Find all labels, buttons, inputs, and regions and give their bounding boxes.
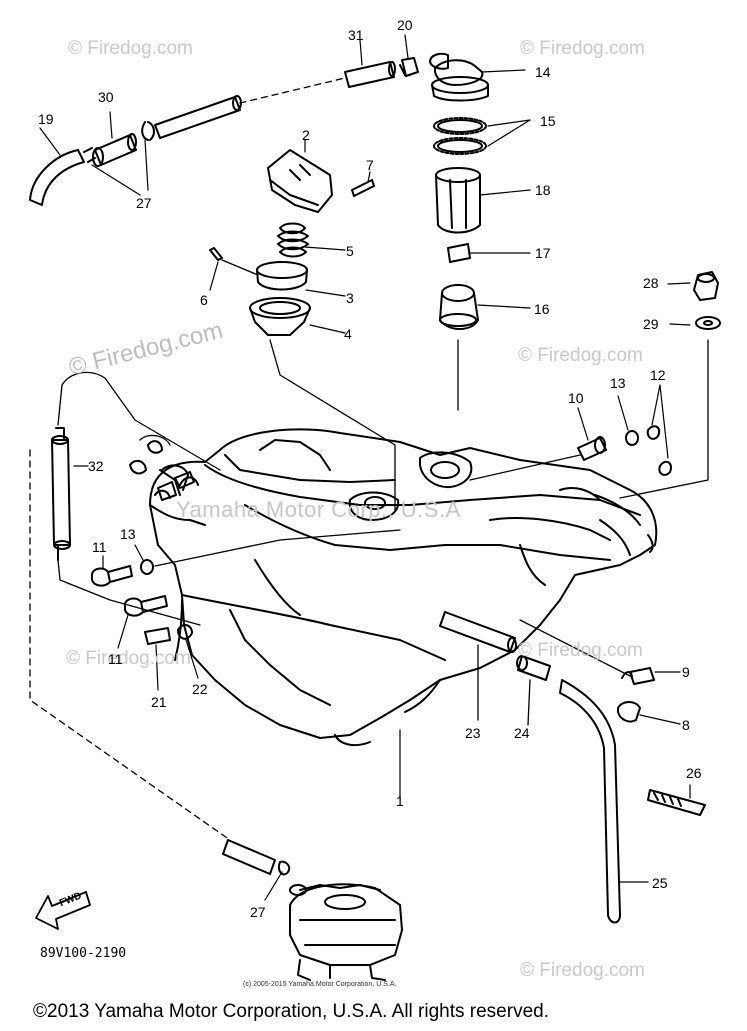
fwd-arrow-icon <box>35 891 91 930</box>
part-label: 1 <box>396 793 404 809</box>
diagram-code: 89V100-2190 <box>40 946 127 961</box>
cap-part-8 <box>617 701 641 723</box>
watermark-site: © Firedog.com <box>520 38 645 59</box>
filler-neck-part-4 <box>249 297 311 336</box>
hose-part-31 <box>344 61 395 88</box>
part-label: 22 <box>192 681 208 697</box>
filler-cap-part-2 <box>267 149 333 213</box>
part-label: 30 <box>98 89 114 105</box>
hose-part-25 <box>559 679 621 924</box>
spring-part-5 <box>277 222 309 258</box>
part-label: 26 <box>686 765 702 781</box>
washer-part-13-left <box>140 559 154 575</box>
part-label: 13 <box>610 375 626 391</box>
watermark-site: © Firedog.com <box>520 960 645 981</box>
part-label: 6 <box>200 292 208 308</box>
part-label: 3 <box>346 290 354 306</box>
part-label: 27 <box>136 195 152 211</box>
part-label: 23 <box>465 725 481 741</box>
part-label: 9 <box>682 664 690 680</box>
fitting-part-21 <box>144 627 171 645</box>
part-label: 2 <box>302 127 310 143</box>
filter-part-32 <box>51 427 71 561</box>
watermark-site: © Firedog.com <box>68 38 193 59</box>
part-label: 8 <box>682 717 690 733</box>
part-label: 5 <box>346 243 354 259</box>
ring-part-3 <box>256 261 308 291</box>
pin-part-7 <box>351 179 375 197</box>
part-label: 21 <box>151 694 167 710</box>
watermark-site: © Firedog.com <box>66 648 191 669</box>
washer-part-13 <box>625 430 639 446</box>
part-label: 24 <box>514 725 530 741</box>
part-label: 29 <box>643 316 659 332</box>
part-label: 16 <box>534 301 550 317</box>
fuel-pickup-top-part-14 <box>429 52 489 102</box>
cap-part-28 <box>693 271 719 301</box>
footer-copyright: ©2013 Yamaha Motor Corporation, U.S.A. A… <box>33 1001 549 1022</box>
fuel-pump-part <box>289 883 403 981</box>
part-label: 11 <box>108 651 123 667</box>
watermark-corp: Yamaha Motor Corp., U.S.A <box>176 497 461 522</box>
clip-part-12a <box>646 425 661 440</box>
fitting-part-30 <box>83 133 137 167</box>
bolt-part-11a <box>91 565 133 587</box>
bolt-part-11b <box>124 595 168 617</box>
filter-part-18 <box>435 167 481 234</box>
watermark-site: © Firedog.com <box>518 345 643 366</box>
part-label: 10 <box>568 390 584 406</box>
fitting-part-9 <box>621 667 655 685</box>
clip-part-22 <box>177 624 193 640</box>
hose-part-bottom <box>222 839 276 875</box>
part-label: 14 <box>535 64 551 80</box>
small-copyright: (c) 2005-2015 Yamaha Motor Corporation, … <box>243 981 397 988</box>
watermark-site: © Firedog.com <box>518 640 643 661</box>
part-label: 4 <box>344 326 352 342</box>
fitting-part-24 <box>516 655 551 681</box>
part-label: 19 <box>38 111 54 127</box>
part-label: 12 <box>650 367 666 383</box>
fitting-part-10 <box>577 436 607 461</box>
clip-part-27 <box>141 121 155 141</box>
filter-part-16 <box>439 284 479 330</box>
part-label: 25 <box>652 875 668 891</box>
fuel-tank-part <box>149 428 658 747</box>
hose-part-19 <box>29 149 85 206</box>
part-label: 15 <box>540 113 556 129</box>
part-label: 13 <box>120 526 136 542</box>
part-label: 32 <box>88 458 104 474</box>
part-17 <box>447 243 471 263</box>
strap-part-26 <box>647 789 706 816</box>
part-label: 31 <box>348 27 364 43</box>
part-label: 18 <box>535 182 551 198</box>
part-label: 17 <box>535 245 551 261</box>
pin-part-6 <box>209 247 223 261</box>
part-label: 28 <box>643 275 659 291</box>
part-label: 7 <box>366 157 374 173</box>
part-label: 11 <box>92 539 107 555</box>
clip-part-12b <box>658 460 672 476</box>
part-label: 20 <box>397 17 413 33</box>
clip-part-27-bottom <box>278 860 291 876</box>
clip-part-20 <box>399 57 419 77</box>
part-label: 27 <box>250 904 266 920</box>
hose-part <box>154 96 241 139</box>
washer-part-29 <box>695 316 721 330</box>
